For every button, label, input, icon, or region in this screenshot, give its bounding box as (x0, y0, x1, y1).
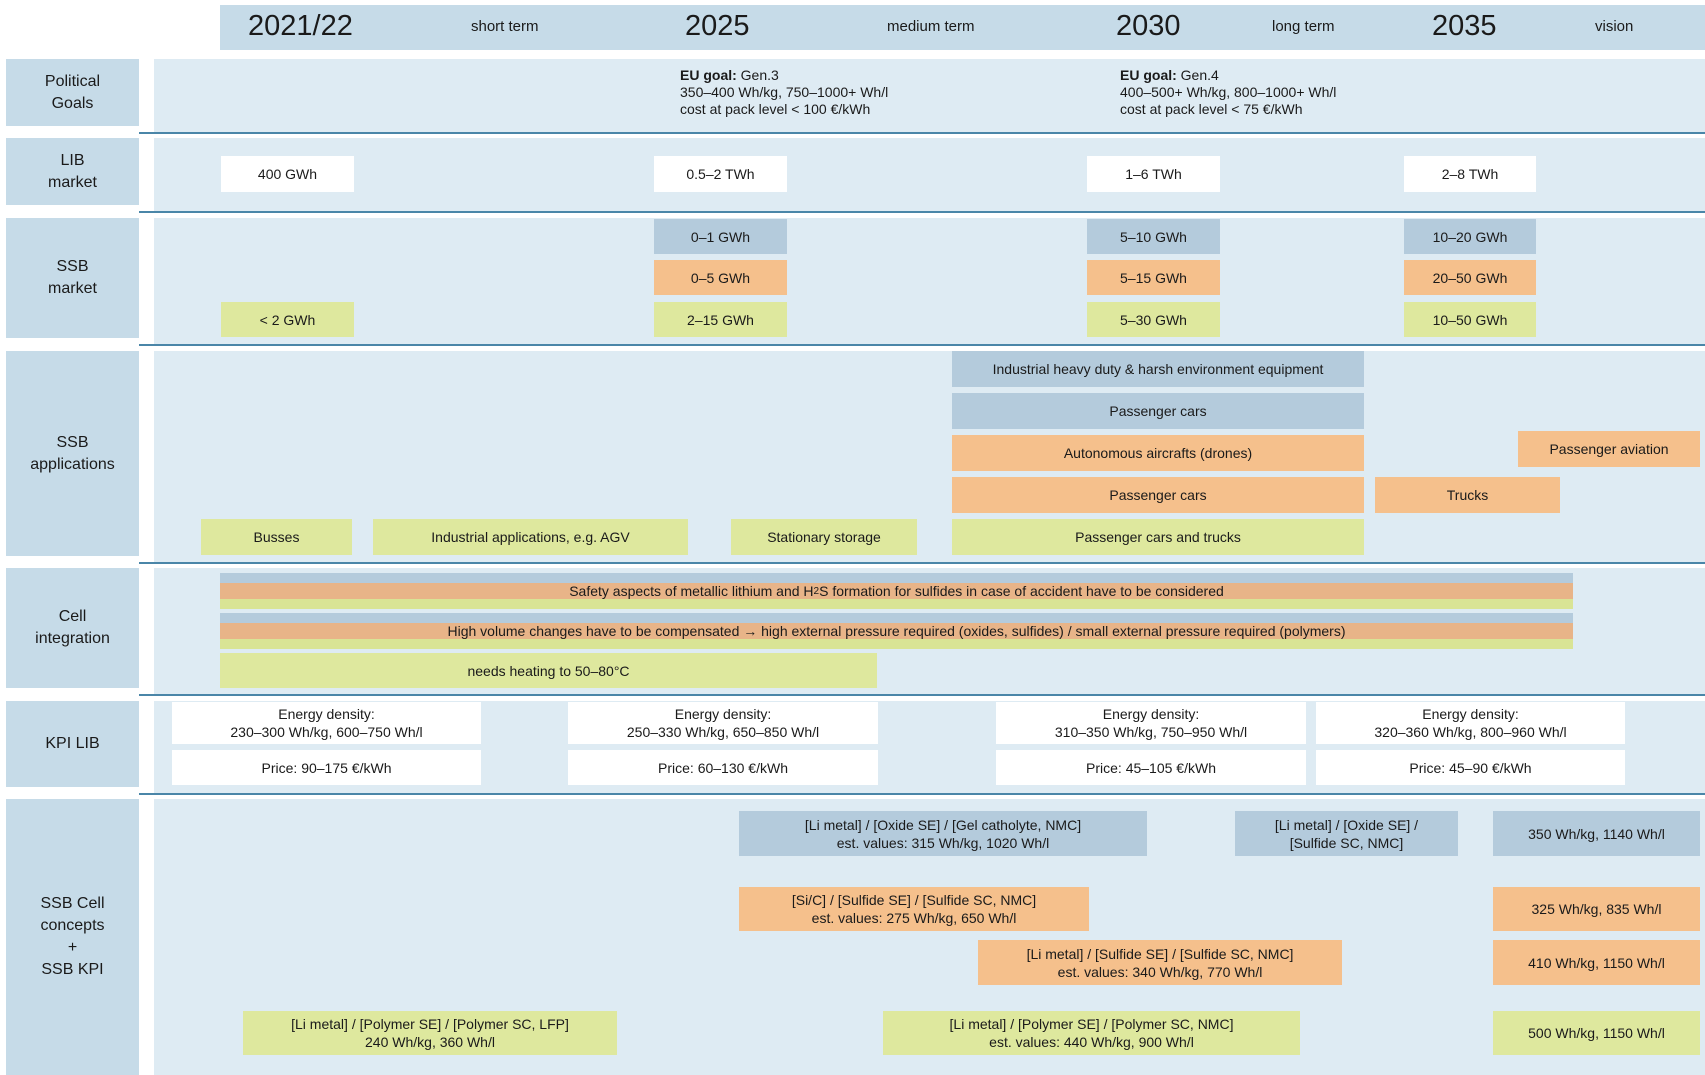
cell-oxide-sulfide: [Li metal] / [Oxide SE] / [Sulfide SC, N… (1235, 811, 1458, 856)
app-trucks: Trucks (1375, 477, 1560, 513)
kpi-density-2021: Energy density: 230–300 Wh/kg, 600–750 W… (172, 702, 481, 744)
row-label-cell-integration: Cell integration (6, 568, 139, 688)
app-passenger-cars-trucks: Passenger cars and trucks (952, 519, 1364, 555)
term-vision: vision (1595, 18, 1634, 35)
row-label-kpi-lib: KPI LIB (6, 701, 139, 787)
cell-polymer-nmc: [Li metal] / [Polymer SE] / [Polymer SC,… (883, 1011, 1300, 1055)
separator (139, 132, 1705, 134)
ssb-market-2035-orange: 20–50 GWh (1404, 260, 1536, 295)
separator (139, 344, 1705, 346)
ssb-market-2021-green: < 2 GWh (221, 302, 354, 337)
separator (139, 562, 1705, 564)
term-short: short term (471, 18, 539, 35)
app-passenger-aviation: Passenger aviation (1518, 431, 1700, 467)
safety-band: Safety aspects of metallic lithium and H… (220, 573, 1573, 609)
year-2035: 2035 (1432, 10, 1497, 42)
cell-sic-kpi: 325 Wh/kg, 835 Wh/l (1493, 887, 1700, 931)
app-drones: Autonomous aircrafts (drones) (952, 435, 1364, 471)
ssb-market-2035-green: 10–50 GWh (1404, 302, 1536, 337)
cell-li-sulfide-kpi: 410 Wh/kg, 1150 Wh/l (1493, 940, 1700, 985)
ssb-market-2025-orange: 0–5 GWh (654, 260, 787, 295)
lib-market-2035: 2–8 TWh (1404, 156, 1536, 192)
kpi-density-2035: Energy density: 320–360 Wh/kg, 800–960 W… (1316, 702, 1625, 744)
heating-box: needs heating to 50–80°C (220, 653, 877, 688)
kpi-density-2030: Energy density: 310–350 Wh/kg, 750–950 W… (996, 702, 1306, 744)
cell-polymer-kpi: 500 Wh/kg, 1150 Wh/l (1493, 1011, 1700, 1055)
lib-market-2030: 1–6 TWh (1087, 156, 1220, 192)
kpi-density-2025: Energy density: 250–330 Wh/kg, 650–850 W… (568, 702, 878, 744)
lib-market-2021: 400 GWh (221, 156, 354, 192)
row-label-political-goals: Political Goals (6, 59, 139, 126)
ssb-market-2030-green: 5–30 GWh (1087, 302, 1220, 337)
year-2025: 2025 (685, 10, 750, 42)
cell-oxide-gel: [Li metal] / [Oxide SE] / [Gel catholyte… (739, 811, 1147, 856)
safety-text: Safety aspects of metallic lithium and H… (569, 583, 1224, 599)
row-label-lib-market: LIB market (6, 138, 139, 205)
kpi-price-2030: Price: 45–105 €/kWh (996, 750, 1306, 785)
app-heavy-duty: Industrial heavy duty & harsh environmen… (952, 351, 1364, 387)
row-label-ssb-cell-concepts: SSB Cell concepts + SSB KPI (6, 799, 139, 1075)
ssb-market-2025-green: 2–15 GWh (654, 302, 787, 337)
volume-band: High volume changes have to be compensat… (220, 613, 1573, 649)
separator (139, 211, 1705, 213)
ssb-market-2035-blue: 10–20 GWh (1404, 219, 1536, 254)
app-passenger-cars-blue: Passenger cars (952, 393, 1364, 429)
lib-market-2025: 0.5–2 TWh (654, 156, 787, 192)
cell-li-sulfide: [Li metal] / [Sulfide SE] / [Sulfide SC,… (978, 940, 1342, 985)
app-busses: Busses (201, 519, 352, 555)
volume-text: High volume changes have to be compensat… (447, 623, 1346, 639)
kpi-price-2021: Price: 90–175 €/kWh (172, 750, 481, 785)
app-stationary-storage: Stationary storage (731, 519, 917, 555)
cell-sic-sulfide: [Si/C] / [Sulfide SE] / [Sulfide SC, NMC… (739, 887, 1089, 931)
app-passenger-cars-orange: Passenger cars (952, 477, 1364, 513)
term-medium: medium term (887, 18, 975, 35)
row-label-ssb-market: SSB market (6, 218, 139, 338)
cell-polymer-lfp: [Li metal] / [Polymer SE] / [Polymer SC,… (243, 1011, 617, 1055)
separator (139, 793, 1705, 795)
ssb-market-2030-orange: 5–15 GWh (1087, 260, 1220, 295)
kpi-price-2025: Price: 60–130 €/kWh (568, 750, 878, 785)
term-long: long term (1272, 18, 1335, 35)
year-2021: 2021/22 (248, 10, 353, 42)
separator (139, 694, 1705, 696)
ssb-market-2030-blue: 5–10 GWh (1087, 219, 1220, 254)
row-bg-political (154, 59, 1705, 132)
year-2030: 2030 (1116, 10, 1181, 42)
kpi-price-2035: Price: 45–90 €/kWh (1316, 750, 1625, 785)
app-industrial: Industrial applications, e.g. AGV (373, 519, 688, 555)
row-label-ssb-applications: SSB applications (6, 351, 139, 556)
timeline-arrow (220, 5, 1705, 50)
ssb-market-2025-blue: 0–1 GWh (654, 219, 787, 254)
cell-oxide-kpi: 350 Wh/kg, 1140 Wh/l (1493, 811, 1700, 856)
